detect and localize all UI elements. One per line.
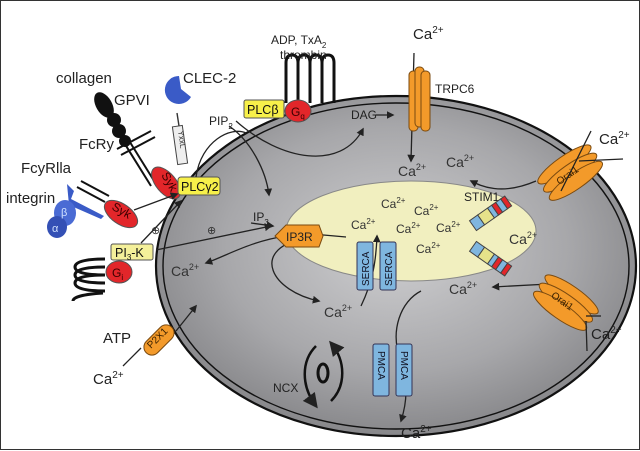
p2x1-channel: P2X1 <box>143 324 175 356</box>
svg-text:Gi: Gi <box>112 266 123 282</box>
ca-trpc6-extracellular: Ca2+ <box>413 25 444 43</box>
svg-text:PLCβ: PLCβ <box>247 103 279 117</box>
svg-text:PMCA: PMCA <box>375 351 386 380</box>
svg-text:SERCA: SERCA <box>361 251 372 286</box>
ip3r-channel: IP3R <box>274 224 324 248</box>
serca-pump-2: SERCA <box>379 241 397 291</box>
fcyrlla-receptor <box>76 180 110 203</box>
gq-protein: Gq <box>284 99 312 123</box>
atp-label: ATP <box>103 330 131 347</box>
plcb-enzyme: PLCβ <box>243 99 285 119</box>
gpvi-label: GPVI <box>114 92 150 109</box>
plasma-membrane-inner <box>162 102 630 430</box>
ca-pmca-extracellular: Ca2+ <box>401 424 432 442</box>
pip2-label: PIP2 <box>209 114 233 131</box>
svg-text:Ca2+: Ca2+ <box>396 221 421 236</box>
svg-text:IP3R: IP3R <box>286 230 313 244</box>
svg-text:PI3-K: PI3-K <box>115 246 144 262</box>
stim1-label: STIM1 <box>464 190 500 204</box>
ca-orai-cytosol-3: Ca2+ <box>449 280 477 297</box>
ca-orai-extracellular-2: Ca2+ <box>591 325 622 343</box>
svg-text:Ca2+: Ca2+ <box>414 203 439 218</box>
serca-pump-1: SERCA <box>356 241 374 291</box>
ca-p2x1-extracellular: Ca2+ <box>93 370 124 388</box>
pi3k-enzyme: PI3-K <box>110 243 154 262</box>
integrin-label: integrin <box>6 190 55 207</box>
svg-text:β: β <box>61 207 67 219</box>
svg-text:PMCA: PMCA <box>398 351 409 380</box>
clec2-receptor <box>164 75 191 104</box>
ca-trpc6-cytosol: Ca2+ <box>398 162 426 179</box>
collagen-label: collagen <box>56 70 112 87</box>
ncx-label: NCX <box>273 381 298 395</box>
trpc6-label: TRPC6 <box>435 82 475 96</box>
ca-orai-extracellular-1: Ca2+ <box>599 130 630 148</box>
gpvi-receptor <box>94 92 157 187</box>
dag-label: DAG <box>351 108 377 122</box>
svg-text:Ca2+: Ca2+ <box>381 196 406 211</box>
svg-text:Ca2+: Ca2+ <box>351 217 376 232</box>
ca-orai-cytosol-2: Ca2+ <box>509 230 537 247</box>
svg-text:α: α <box>52 223 59 235</box>
yxxl-motif: YxxL <box>171 124 189 166</box>
svg-text:PLCγ2: PLCγ2 <box>181 180 219 194</box>
ca-orai-cytosol-1: Ca2+ <box>446 153 474 170</box>
gpcr-gi-coupled <box>71 257 106 302</box>
syk-kinase-2: Syk <box>103 199 139 229</box>
ca-serca-uptake: Ca2+ <box>324 303 352 320</box>
activation-plus-2: ⊕ <box>207 225 216 237</box>
stim1-lower <box>468 240 513 277</box>
fcry-chain <box>116 130 156 156</box>
calcium-labels: Ca2+ Ca2+ Ca2+ Ca2+ Ca2+ Ca2+ Ca2+ Ca2+ … <box>93 25 630 442</box>
plcg2-enzyme: PLCγ2 <box>177 176 221 196</box>
integrin-receptor: β α <box>47 184 104 238</box>
thrombin-label: thrombin <box>280 48 327 62</box>
svg-text:Ca2+: Ca2+ <box>416 241 441 256</box>
svg-text:Ca2+: Ca2+ <box>436 220 461 235</box>
pmca-pump-2: PMCA <box>395 343 413 397</box>
fcyrlla-label: FcyRlla <box>21 160 72 177</box>
agonists-label: ADP, TxA2 <box>271 33 327 50</box>
svg-text:SERCA: SERCA <box>384 251 395 286</box>
stim1-upper <box>468 195 513 232</box>
ncx-exchanger <box>302 340 345 409</box>
er-calcium-labels: Ca2+ Ca2+ Ca2+ Ca2+ Ca2+ Ca2+ <box>351 196 461 256</box>
fcry-label: FcRy <box>79 136 114 153</box>
ca-ip3r-release: Ca2+ <box>171 262 199 279</box>
pmca-pump-1: PMCA <box>372 343 390 397</box>
gi-protein: Gi <box>105 260 133 284</box>
gpcr-gq-coupled <box>284 53 336 103</box>
trpc6-channel <box>408 66 431 132</box>
svg-text:YxxL: YxxL <box>176 130 187 149</box>
activation-plus-1: ⊕ <box>151 225 160 237</box>
svg-text:Gq: Gq <box>291 105 305 121</box>
clec2-label: CLEC-2 <box>183 70 236 87</box>
